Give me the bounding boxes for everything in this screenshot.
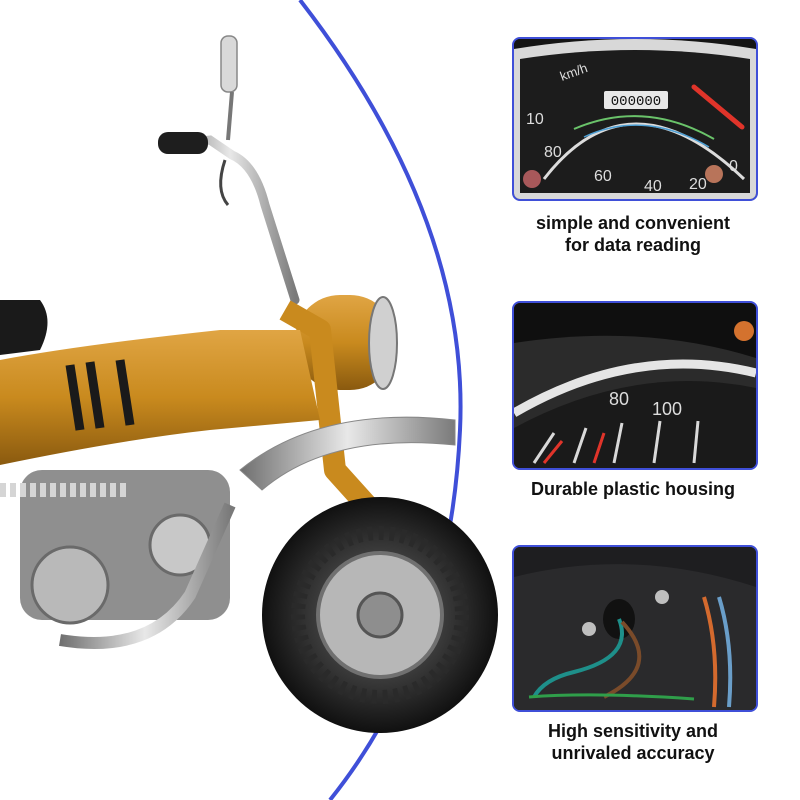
feature-card-gauge: 000000 km/h 10 80 60 40 20 0	[512, 37, 758, 201]
front-fork	[279, 300, 389, 528]
feature-card-wiring	[512, 545, 758, 712]
feature-caption-2: Durable plastic housing	[530, 479, 736, 499]
feature-card-housing: 80 100	[512, 301, 758, 470]
gauge-tick-80: 80	[544, 144, 562, 161]
front-fender	[239, 416, 456, 491]
seat	[0, 300, 48, 355]
mirror	[220, 35, 238, 93]
handlebar-grip	[158, 132, 208, 154]
screw	[582, 622, 596, 636]
gauge-tick-60: 60	[594, 168, 612, 185]
gauge-tick-20: 20	[689, 176, 707, 193]
chrome-bezel	[514, 359, 756, 417]
odometer: 000000	[611, 94, 661, 110]
speedometer-image: 000000 km/h 10 80 60 40 20 0	[514, 39, 756, 199]
headlight-rim	[368, 296, 398, 390]
housing-tick-80: 80	[609, 389, 629, 409]
fuel-tank-frame	[0, 330, 320, 465]
housing-image: 80 100	[514, 303, 756, 468]
housing-tick-100: 100	[652, 399, 682, 419]
gauge-tick-10: 10	[526, 111, 544, 128]
green-wire	[528, 693, 695, 701]
wiring-image	[514, 547, 756, 710]
orange-wire	[702, 596, 718, 708]
screw	[655, 590, 669, 604]
gauge-tick-40: 40	[644, 178, 662, 195]
feature-caption-3: High sensitivity and unrivaled accuracy	[547, 721, 719, 763]
exhaust-pipe	[59, 502, 236, 649]
brown-wire	[603, 620, 642, 699]
feature-caption-1: simple and convenient for data reading	[535, 213, 731, 255]
gauge-tick-0: 0	[729, 158, 738, 175]
teal-wire	[532, 618, 624, 699]
handlebar	[160, 135, 300, 305]
gauge-needle	[691, 84, 745, 130]
blue-wire	[717, 596, 733, 708]
